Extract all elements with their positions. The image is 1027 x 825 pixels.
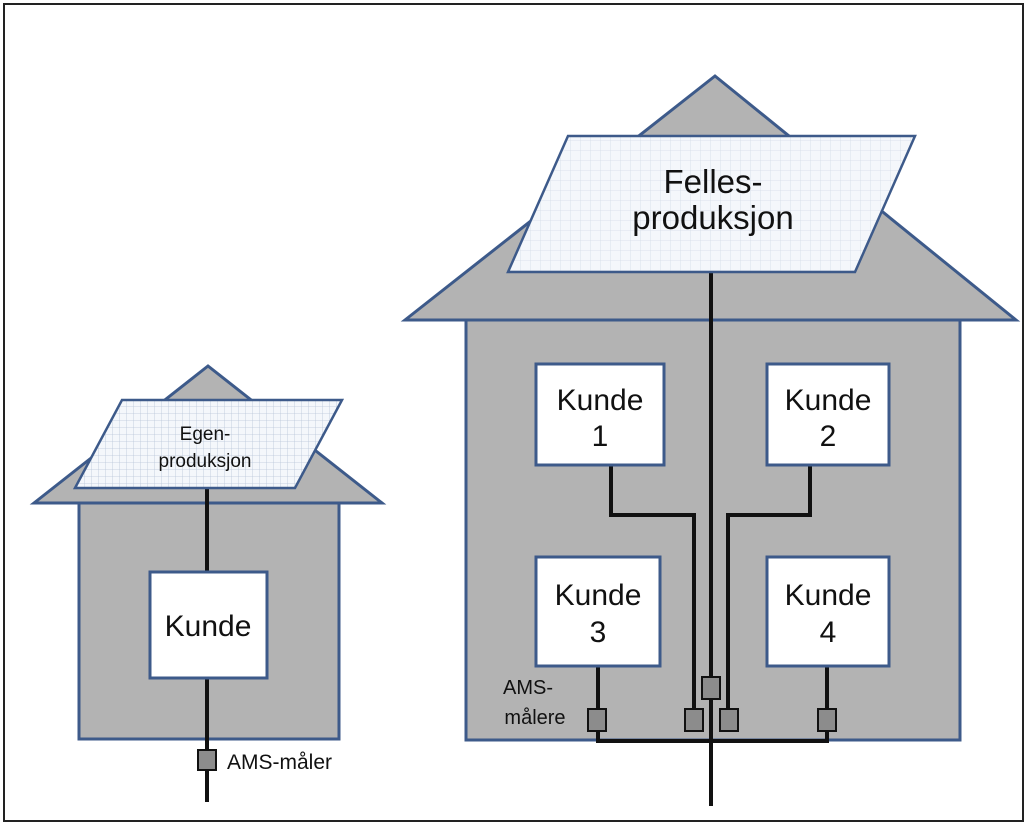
small-house-meter-label: AMS-måler	[227, 751, 332, 774]
small-panel-label-line1: Egen-	[180, 424, 231, 445]
customer-box-1	[534, 362, 666, 467]
customer-4-label-line1: Kunde	[785, 579, 872, 612]
small-house-meter	[197, 749, 217, 771]
large-panel-label-line1: Felles-	[663, 163, 762, 200]
customer-box-2	[765, 362, 891, 467]
meter-customer-4	[817, 708, 837, 732]
customer-3-label-line1: Kunde	[555, 579, 642, 612]
customer-1-label-line1: Kunde	[557, 384, 644, 417]
meter-customer-2	[719, 708, 739, 732]
customer-3-label-line2: 3	[590, 616, 607, 649]
customer-box-3	[534, 555, 662, 668]
small-panel-label-line2: produksjon	[159, 451, 252, 472]
small-house: Egen- produksjon Kunde AMS-måler	[29, 364, 387, 802]
small-house-solar-panel	[72, 398, 345, 490]
large-house-solar-panel	[506, 134, 917, 274]
small-house-customer-box	[148, 570, 269, 680]
meter-production	[701, 676, 721, 700]
meter-customer-3	[587, 708, 607, 732]
customer-1-label-line2: 1	[592, 420, 609, 453]
meters-label-line1: AMS-	[503, 677, 553, 699]
meters-label-line2: målere	[504, 707, 565, 729]
large-house: Felles- produksjon Kunde 1 Kunde 2 Kunde…	[400, 74, 1021, 806]
customer-2-label-line2: 2	[820, 420, 837, 453]
customer-4-label-line2: 4	[820, 616, 837, 649]
large-panel-label-line2: produksjon	[632, 199, 793, 236]
small-house-customer-label: Kunde	[165, 610, 252, 643]
meter-customer-1	[684, 708, 704, 732]
customer-2-label-line1: Kunde	[785, 384, 872, 417]
customer-box-4	[765, 555, 891, 668]
